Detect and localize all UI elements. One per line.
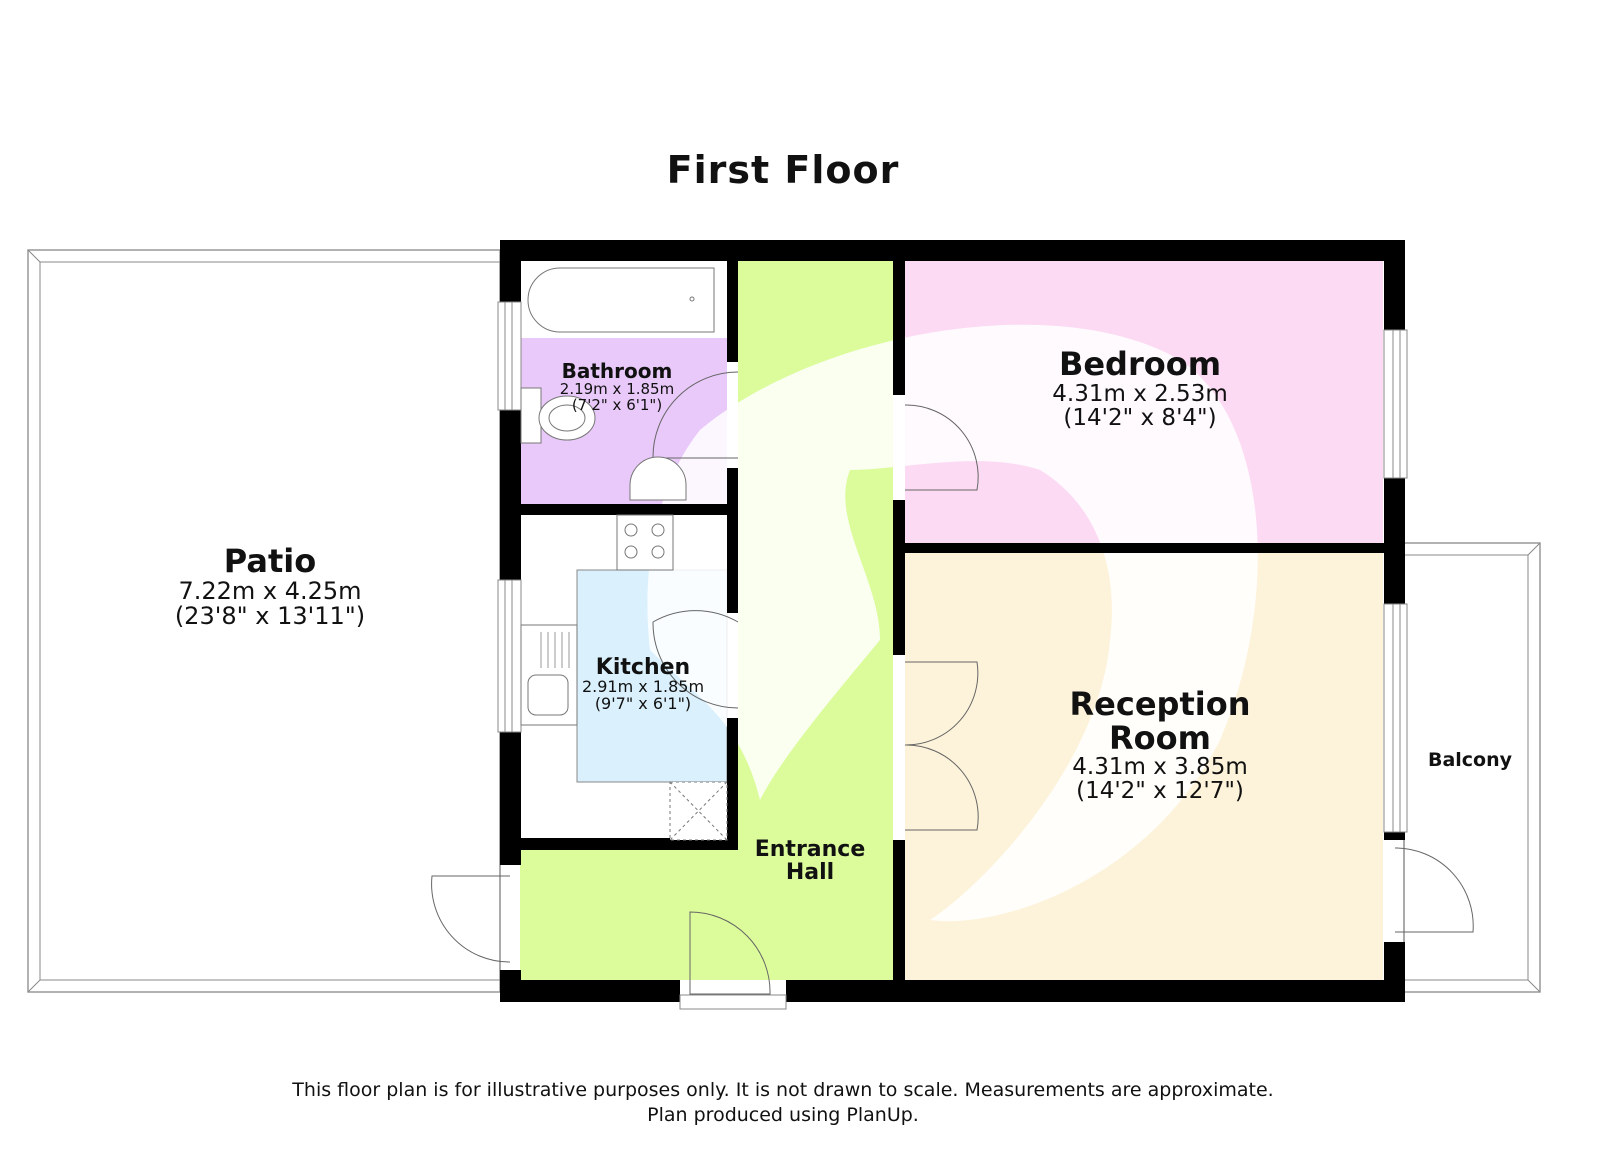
bathroom-name: Bathroom xyxy=(561,359,673,383)
kitchen-imperial: (9'7" x 6'1") xyxy=(594,693,692,713)
patio-area xyxy=(27,249,501,993)
room-label-bedroom: Bedroom 4.31m x 2.53m (14'2" x 8'4") xyxy=(1020,345,1260,431)
disclaimer-line1: This floor plan is for illustrative purp… xyxy=(292,1079,1274,1101)
room-label-reception: Reception Room 4.31m x 3.85m (14'2" x 12… xyxy=(1030,685,1290,805)
bedroom-metric: 4.31m x 2.53m xyxy=(1052,380,1228,407)
drainer-lines xyxy=(540,632,570,668)
bathroom-metric: 2.19m x 1.85m xyxy=(559,380,675,398)
fixtures xyxy=(520,267,728,841)
hall-name-line1: Entrance xyxy=(754,837,866,862)
balcony-name: Balcony xyxy=(1427,749,1513,771)
bedroom-imperial: (14'2" x 8'4") xyxy=(1063,404,1217,431)
disclaimer: This floor plan is for illustrative purp… xyxy=(0,1078,1566,1128)
room-label-balcony: Balcony xyxy=(1415,749,1525,771)
reception-imperial: (14'2" x 12'7") xyxy=(1076,778,1244,805)
room-label-bathroom: Bathroom 2.19m x 1.85m (7'2" x 6'1") xyxy=(537,361,697,414)
room-label-patio: Patio 7.22m x 4.25m (23'8" x 13'11") xyxy=(150,542,390,630)
kitchen-name: Kitchen xyxy=(595,655,691,680)
kitchen-metric: 2.91m x 1.85m xyxy=(581,677,705,697)
walls xyxy=(500,240,1405,1002)
room-label-entrance-hall: Entrance Hall xyxy=(745,838,875,884)
floor-title: First Floor xyxy=(666,148,900,192)
patio-metric: 7.22m x 4.25m xyxy=(178,576,362,605)
bedroom-name: Bedroom xyxy=(1058,345,1222,383)
reception-metric: 4.31m x 3.85m xyxy=(1072,754,1248,781)
watermark-logo xyxy=(647,324,1258,922)
hall-name-line2: Hall xyxy=(785,860,835,886)
room-label-kitchen: Kitchen 2.91m x 1.85m (9'7" x 6'1") xyxy=(563,656,723,713)
doors xyxy=(431,371,1474,995)
windows xyxy=(497,301,1408,1010)
reception-name-line2: Room xyxy=(1109,718,1211,757)
bathroom-imperial: (7'2" x 6'1") xyxy=(571,395,663,414)
reception-name-line1: Reception xyxy=(1069,685,1251,723)
patio-name: Patio xyxy=(223,542,317,580)
patio-imperial: (23'8" x 13'11") xyxy=(174,601,366,630)
hall-fill-lower xyxy=(520,850,893,980)
disclaimer-line2: Plan produced using PlanUp. xyxy=(647,1104,919,1126)
